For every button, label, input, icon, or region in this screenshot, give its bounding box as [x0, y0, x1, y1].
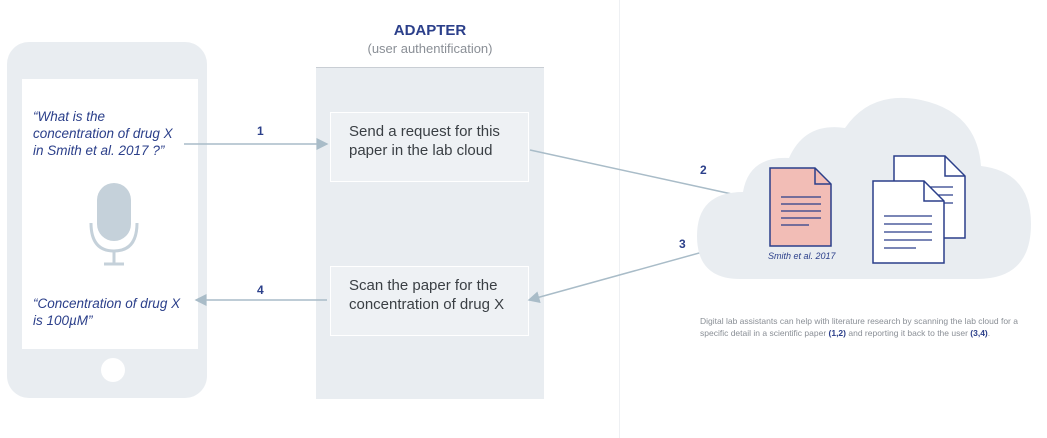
- user-question: “What is the concentration of drug X in …: [33, 109, 173, 158]
- step-number-4: 4: [257, 283, 264, 297]
- paper-front-icon: [872, 180, 945, 264]
- adapter-subtitle: (user authentification): [367, 41, 493, 56]
- step-number-1: 1: [257, 124, 264, 138]
- caption-part-3: .: [987, 328, 991, 338]
- caption-part-2: and reporting it back to the user: [846, 328, 971, 338]
- step-scan-box: Scan the paper for the concentration of …: [330, 266, 529, 336]
- caption-text: Digital lab assistants can help with lit…: [700, 315, 1030, 339]
- caption-ref-1: (1,2): [828, 328, 846, 338]
- panel-divider: [619, 0, 620, 438]
- paper-label: Smith et al. 2017: [768, 251, 836, 261]
- step-request-box: Send a request for this paper in the lab…: [330, 112, 529, 182]
- caption-ref-2: (3,4): [970, 328, 988, 338]
- caption-part-1: Digital lab assistants can help with lit…: [700, 316, 1018, 338]
- assistant-answer: “Concentration of drug X is 100µM”: [33, 296, 181, 328]
- microphone-icon: [89, 183, 139, 266]
- lab-cloud: [697, 97, 1031, 280]
- paper-highlighted-icon: [769, 167, 832, 247]
- step-number-2: 2: [700, 163, 707, 177]
- step-number-3: 3: [679, 237, 686, 251]
- phone-home-button: [101, 358, 125, 382]
- adapter-title: ADAPTER: [393, 22, 467, 39]
